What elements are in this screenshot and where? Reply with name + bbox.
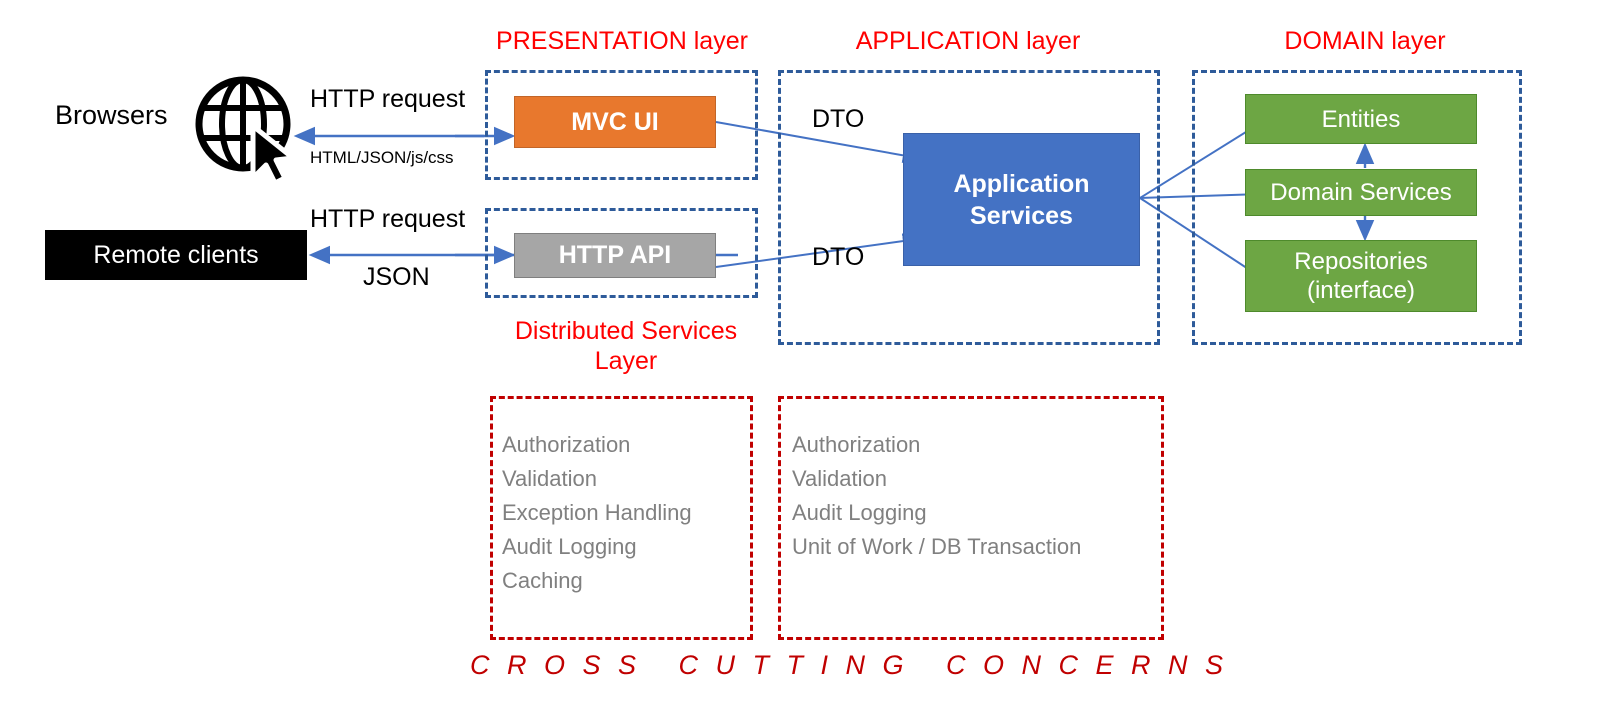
repositories-box[interactable]: Repositories (interface) (1245, 240, 1477, 312)
browser-response-label: HTML/JSON/js/css (310, 148, 454, 167)
application-services-box[interactable]: Application Services (903, 133, 1140, 266)
presentation-layer-label: PRESENTATION layer (496, 27, 748, 55)
mvc-ui-label: MVC UI (571, 107, 659, 136)
presentation-concerns-list: Authorization Validation Exception Handl… (502, 432, 692, 593)
http-api-label: HTTP API (558, 241, 672, 269)
presentation-concerns-container (490, 396, 753, 640)
remote-clients-label: Remote clients (93, 240, 259, 269)
application-layer-container (778, 70, 1160, 345)
application-layer-label: APPLICATION layer (855, 27, 1081, 55)
cross-cutting-concerns-banner: C R O S S C U T T I N G C O N C E R N S (470, 650, 1229, 680)
domain-services-label: Domain Services (1270, 179, 1452, 206)
browser-request-label: HTTP request (310, 85, 466, 113)
application-concerns-container (778, 396, 1164, 640)
domain-layer-container (1192, 70, 1522, 345)
dto-bottom-label: DTO (812, 243, 865, 271)
presentation-api-container (485, 208, 758, 298)
repositories-label: Repositories (interface) (1294, 248, 1428, 304)
presentation-mvc-container (485, 70, 758, 180)
http-api-box[interactable]: HTTP API (514, 233, 716, 278)
entities-box[interactable]: Entities (1245, 94, 1477, 144)
client-request-label: HTTP request (310, 205, 466, 233)
application-concerns-list: Authorization Validation Audit Logging U… (792, 432, 1082, 559)
dto-top-label: DTO (812, 105, 865, 133)
domain-services-box[interactable]: Domain Services (1245, 169, 1477, 216)
domain-layer-label: DOMAIN layer (1284, 27, 1446, 55)
application-services-label: Application Services (953, 169, 1090, 230)
client-response-label: JSON (363, 263, 430, 291)
globe-cursor-icon (195, 76, 296, 186)
mvc-ui-box[interactable]: MVC UI (514, 96, 716, 148)
browsers-label: Browsers (55, 100, 168, 130)
entities-label: Entities (1321, 105, 1401, 133)
distributed-services-layer-label: Distributed Services Layer (514, 317, 738, 375)
remote-clients-box: Remote clients (45, 230, 307, 280)
